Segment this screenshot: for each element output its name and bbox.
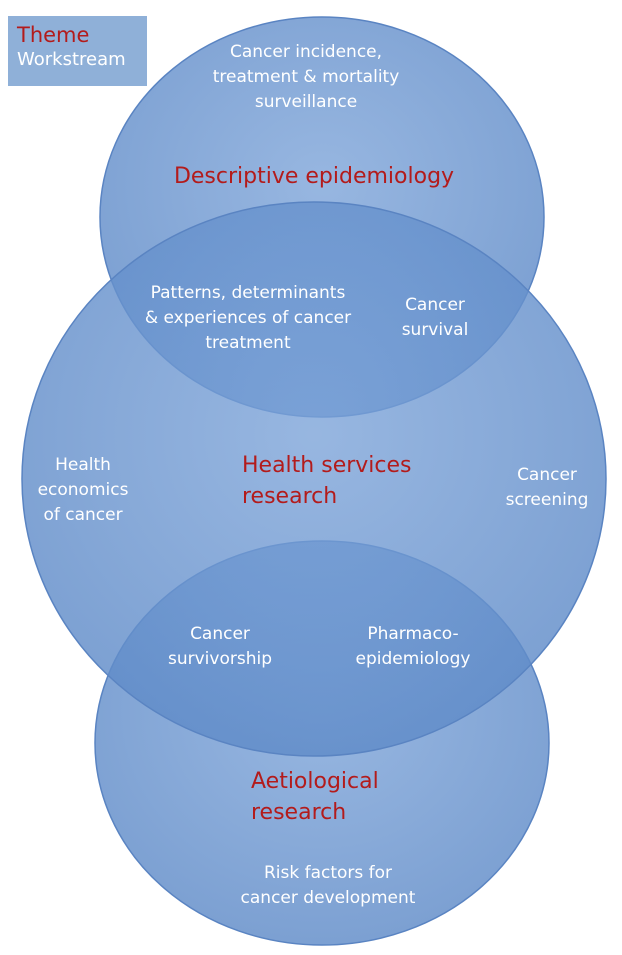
workstream-pharmaco-epidemiology: Pharmaco- epidemiology (355, 624, 471, 669)
circle-health-services-research (21, 201, 607, 757)
theme-descriptive-epidemiology: Descriptive epidemiology (173, 164, 455, 189)
workstream-cancer-incidence: Cancer incidence, treatment & mortality … (212, 42, 400, 112)
workstream-health-economics: Health economics of cancer (37, 455, 129, 525)
legend-workstream-label: Workstream (17, 49, 126, 70)
workstream-risk-factors: Risk factors for cancer development (240, 863, 416, 908)
workstream-cancer-survival: Cancer survival (401, 295, 469, 340)
workstream-cancer-survivorship: Cancer survivorship (167, 624, 272, 669)
legend-box: Theme Workstream (8, 16, 147, 86)
workstream-patterns-determinants: Patterns, determinants & experiences of … (144, 283, 352, 353)
workstream-cancer-screening: Cancer screening (505, 465, 589, 510)
theme-health-services-research: Health services research (242, 453, 412, 509)
legend-theme-label: Theme (17, 23, 90, 47)
theme-aetiological-research: Aetiological research (251, 769, 379, 825)
